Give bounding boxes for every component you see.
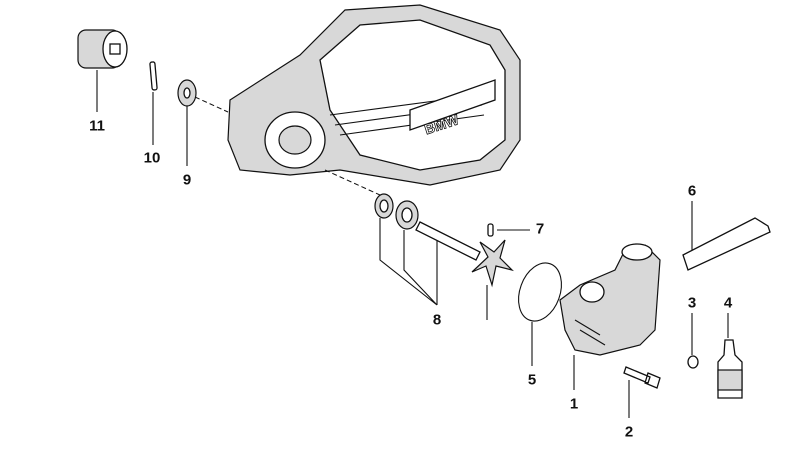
washer xyxy=(177,79,197,107)
engine-housing xyxy=(227,4,521,186)
gear xyxy=(77,29,128,69)
callout-7: 7 xyxy=(535,220,545,238)
callout-8: 8 xyxy=(432,311,442,329)
callout-4: 4 xyxy=(723,294,733,312)
sealing-washer xyxy=(687,355,699,369)
callout-3: 3 xyxy=(687,294,697,312)
pin xyxy=(149,61,158,91)
callout-9: 9 xyxy=(182,171,192,189)
seal-ring xyxy=(374,193,394,219)
clip xyxy=(487,223,494,237)
callout-5: 5 xyxy=(527,371,537,389)
sealant-tube xyxy=(682,217,771,271)
pump-shaft xyxy=(415,221,481,261)
impeller xyxy=(471,239,514,288)
callout-1: 1 xyxy=(569,395,579,413)
callout-10: 10 xyxy=(143,149,161,167)
leader-lines xyxy=(96,70,729,418)
callout-11: 11 xyxy=(89,117,105,135)
callout-2: 2 xyxy=(624,423,634,441)
o-ring xyxy=(518,262,562,322)
ball-bearing xyxy=(395,200,419,230)
callout-6: 6 xyxy=(687,182,697,200)
bolt xyxy=(623,366,661,389)
adhesive-bottle xyxy=(717,339,743,399)
water-pump-housing xyxy=(559,243,661,356)
